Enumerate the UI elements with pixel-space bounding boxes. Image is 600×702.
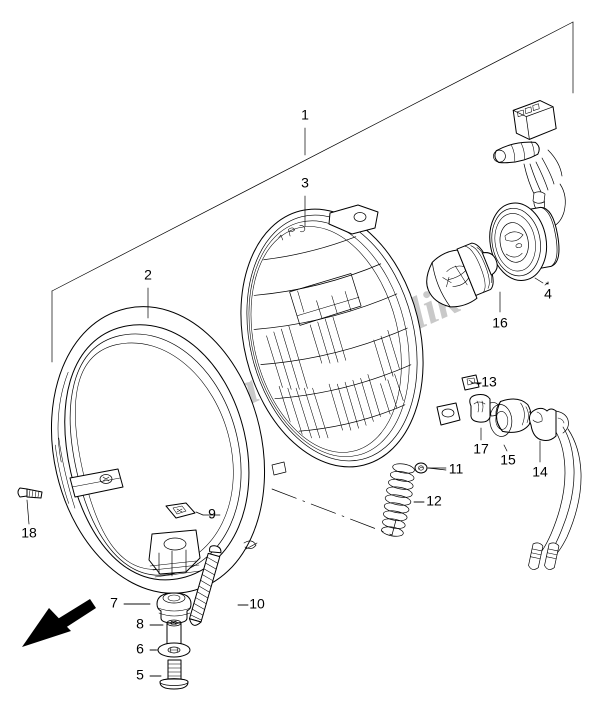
callout-label-15: 15 — [500, 452, 516, 468]
callout-label-16: 16 — [492, 315, 508, 331]
headlamp-top-tab — [328, 204, 379, 235]
headlamp-side-tab — [436, 402, 461, 426]
callout-label-9: 9 — [208, 506, 216, 522]
callout-label-11: 11 — [449, 461, 464, 477]
headlamp-lens-unit — [240, 195, 461, 476]
headlamp-rim — [50, 287, 266, 594]
part-16-headlamp-bulb — [426, 242, 501, 313]
part-14-socket-cord — [528, 407, 582, 570]
part-9-clip-nut — [165, 502, 204, 519]
callout-label-1: 1 — [301, 107, 309, 123]
callout-label-4: 4 — [544, 286, 552, 302]
part-12-spring — [271, 463, 425, 537]
part-18-rim-screw — [17, 487, 43, 525]
callout-1-bracket — [51, 21, 574, 363]
callout-label-2: 2 — [144, 267, 152, 283]
part-15-socket-cap — [489, 398, 532, 452]
callout-label-12: 12 — [426, 493, 442, 509]
callout-label-5: 5 — [136, 667, 144, 683]
callout-label-6: 6 — [136, 641, 144, 657]
rim-side-lug — [69, 468, 124, 498]
rim-spring-hook — [243, 540, 258, 550]
callout-label-7: 7 — [110, 595, 118, 611]
callout-label-13: 13 — [481, 374, 497, 390]
rim-bottom-bracket — [148, 529, 201, 578]
callout-label-10: 10 — [249, 596, 265, 612]
forward-direction-arrow — [22, 599, 96, 647]
callout-label-18: 18 — [21, 525, 37, 541]
part-8-spacer-collar — [149, 619, 182, 645]
callout-labels: 1 2 3 4 5 6 7 8 9 10 11 12 13 14 15 16 1… — [21, 107, 552, 683]
part-4-headlamp-socket-cord — [489, 100, 566, 286]
callout-label-3: 3 — [301, 175, 309, 191]
part-7-rubber-cushion — [123, 592, 192, 624]
callout-leaders — [123, 382, 482, 677]
callout-label-17: 17 — [473, 441, 489, 457]
part-5-mounting-bolt — [149, 659, 189, 690]
callout-label-8: 8 — [136, 616, 144, 632]
part-13-clip — [461, 374, 482, 391]
callout-label-14: 14 — [532, 464, 548, 480]
